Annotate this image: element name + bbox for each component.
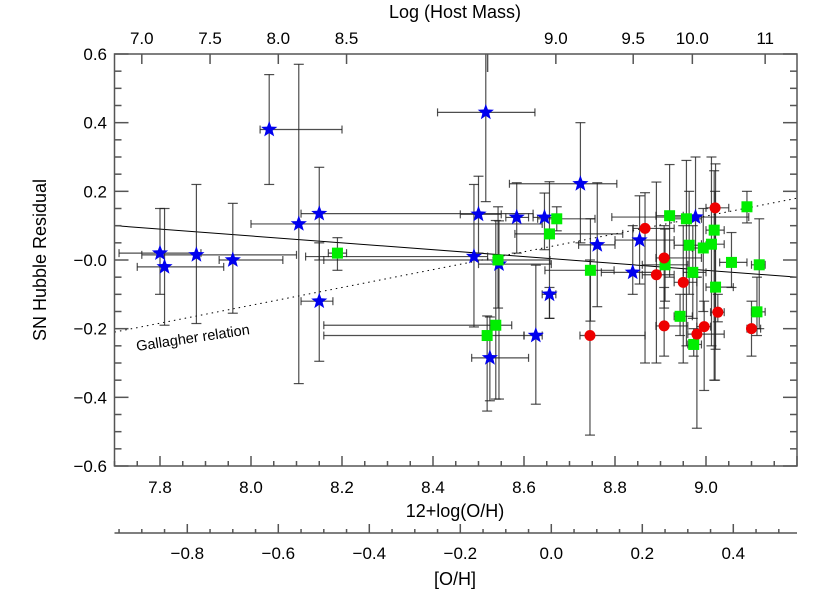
data-point-star: [311, 205, 328, 221]
data-point-star: [572, 175, 589, 191]
oh-axis-tick-label: −0.2: [444, 544, 478, 563]
data-point-circle: [691, 328, 703, 340]
y-tick-label: −0.2: [73, 320, 107, 339]
data-point-star: [481, 349, 498, 365]
data-point-square: [492, 254, 504, 266]
data-point-star: [290, 215, 307, 231]
x-tick-label: 8.2: [330, 478, 354, 497]
data-point-star: [508, 208, 525, 225]
data-point-star: [631, 231, 648, 247]
data-point-circle: [746, 323, 757, 335]
y-tick-label: 0.4: [83, 114, 107, 133]
data-point-circle: [584, 330, 596, 342]
data-point-star: [687, 208, 704, 224]
x-tick-label: 8.8: [603, 478, 627, 497]
y-tick-label: 0.2: [83, 182, 107, 201]
top-axis-tick-label: 7.5: [198, 29, 222, 48]
data-point-circle: [658, 252, 670, 264]
data-point-square: [481, 330, 493, 342]
data-point-circle: [650, 269, 662, 281]
data-point-star: [624, 263, 641, 280]
data-point-star: [311, 292, 328, 309]
gallagher-relation-line: [114, 197, 798, 333]
y-tick-label: −0.0: [73, 251, 107, 270]
y-axis-label: SN Hubble Residual: [30, 179, 50, 341]
top-axis-tick-label: 8.5: [335, 29, 359, 48]
data-point-square: [705, 238, 717, 250]
data-point-circle: [712, 306, 724, 318]
data-point-circle: [709, 202, 721, 214]
data-point-star: [477, 103, 494, 120]
data-point-star: [536, 208, 553, 225]
data-point-square: [687, 266, 699, 278]
oh-axis-label: [O/H]: [434, 569, 476, 589]
data-point-star: [224, 251, 241, 267]
data-point-square: [708, 224, 720, 236]
top-axis-tick-label: 10.0: [676, 29, 709, 48]
y-tick-label: −0.4: [73, 388, 107, 407]
data-point-square: [680, 213, 692, 225]
data-point-star: [470, 205, 487, 222]
data-point-square: [688, 338, 700, 350]
top-axis-tick-label: 9.5: [621, 29, 645, 48]
data-point-circle: [639, 222, 651, 234]
data-point-square: [490, 319, 502, 331]
data-point-star: [589, 236, 606, 252]
data-point-square: [664, 210, 676, 222]
data-point-square: [674, 310, 686, 322]
data-point-square: [725, 256, 737, 268]
data-point-square: [331, 247, 343, 259]
data-point-square: [659, 259, 671, 271]
top-axis-label: Log (Host Mass): [389, 2, 521, 22]
data-point-star: [151, 244, 169, 260]
x-axis-label: 12+log(O/H): [406, 501, 505, 521]
oh-axis-tick-label: −0.6: [262, 544, 296, 563]
data-point-circle: [677, 276, 689, 288]
gallagher-relation-label: Gallagher relation: [135, 322, 251, 355]
x-tick-label: 8.0: [239, 478, 263, 497]
top-axis-tick-label: 9.0: [544, 29, 568, 48]
oh-axis-tick-label: 0.0: [539, 544, 563, 563]
data-point-square: [741, 201, 753, 213]
top-axis-tick-label: 8.0: [266, 29, 290, 48]
data-point-square: [710, 281, 722, 293]
y-tick-label: 0.6: [83, 45, 107, 64]
oh-axis-tick-label: 0.2: [630, 544, 654, 563]
data-point-star: [188, 246, 205, 262]
oh-axis-tick-label: −0.4: [353, 544, 387, 563]
data-point-square: [753, 259, 765, 271]
data-point-square: [683, 239, 695, 251]
data-point-circle: [698, 321, 710, 333]
data-point-square: [584, 264, 596, 276]
oh-axis-tick-label: −0.8: [171, 544, 205, 563]
data-point-star: [541, 285, 558, 302]
x-tick-label: 7.8: [148, 478, 172, 497]
x-tick-label: 9.0: [694, 478, 718, 497]
data-point-square: [697, 242, 709, 254]
data-point-star: [527, 327, 544, 343]
x-tick-label: 8.4: [421, 478, 445, 497]
top-axis-tick-label: 11: [756, 29, 774, 48]
oh-axis-tick-label: 0.4: [721, 544, 745, 563]
data-point-circle: [658, 320, 670, 332]
data-point-star: [465, 248, 482, 264]
data-point-square: [551, 213, 563, 225]
data-point-square: [543, 228, 555, 240]
data-point-square: [751, 306, 763, 318]
y-tick-label: −0.6: [73, 457, 107, 476]
data-point-star: [156, 258, 173, 274]
data-point-star: [261, 121, 278, 137]
x-tick-label: 8.6: [512, 478, 536, 497]
top-axis-tick-label: 7.0: [130, 29, 154, 48]
